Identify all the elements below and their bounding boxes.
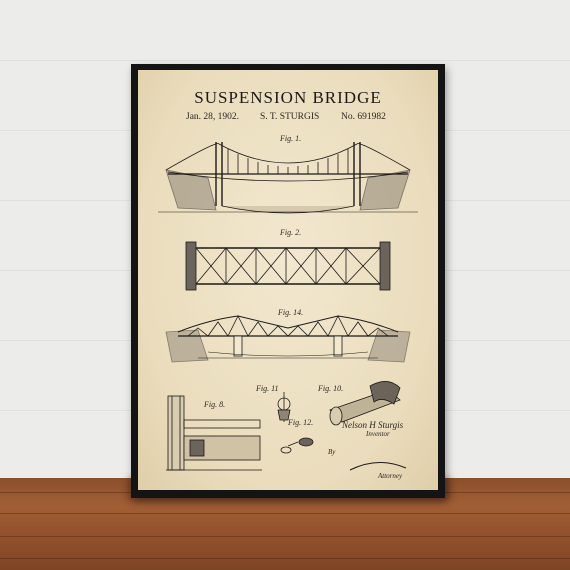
fig-14-label: Fig. 14. bbox=[278, 308, 304, 317]
patent-number: No. 691982 bbox=[341, 112, 386, 122]
fig-12-drawing bbox=[280, 437, 314, 454]
poster-title: SUSPENSION BRIDGE bbox=[194, 88, 382, 107]
fig-11-label: Fig. 11 bbox=[256, 384, 279, 393]
fig-10-label: Fig. 10. bbox=[318, 384, 344, 393]
fig-10-drawing bbox=[329, 381, 401, 426]
patent-print: SUSPENSION BRIDGE Jan. 28, 1902. S. T. S… bbox=[138, 70, 438, 490]
fig-8-drawing bbox=[166, 395, 262, 471]
patent-inventor: S. T. STURGIS bbox=[260, 112, 320, 122]
fig-2-label: Fig. 2. bbox=[280, 228, 302, 237]
patent-date: Jan. 28, 1902. bbox=[186, 112, 240, 122]
inventor-signature: Nelson H Sturgis bbox=[342, 420, 404, 430]
inventor-role: Inventor bbox=[366, 430, 390, 438]
fig-2-drawing bbox=[185, 241, 391, 291]
fig-1-label: Fig. 1. bbox=[280, 134, 302, 143]
by-label: By bbox=[328, 448, 336, 456]
patent-drawings bbox=[158, 142, 418, 471]
attorney-role: Attorney bbox=[378, 472, 403, 480]
fig-1-drawing bbox=[158, 142, 418, 214]
fig-12-label: Fig. 12. bbox=[288, 418, 314, 427]
fig-11-drawing bbox=[277, 392, 291, 422]
fig-14-drawing bbox=[165, 315, 411, 363]
fig-8-label: Fig. 8. bbox=[204, 400, 226, 409]
